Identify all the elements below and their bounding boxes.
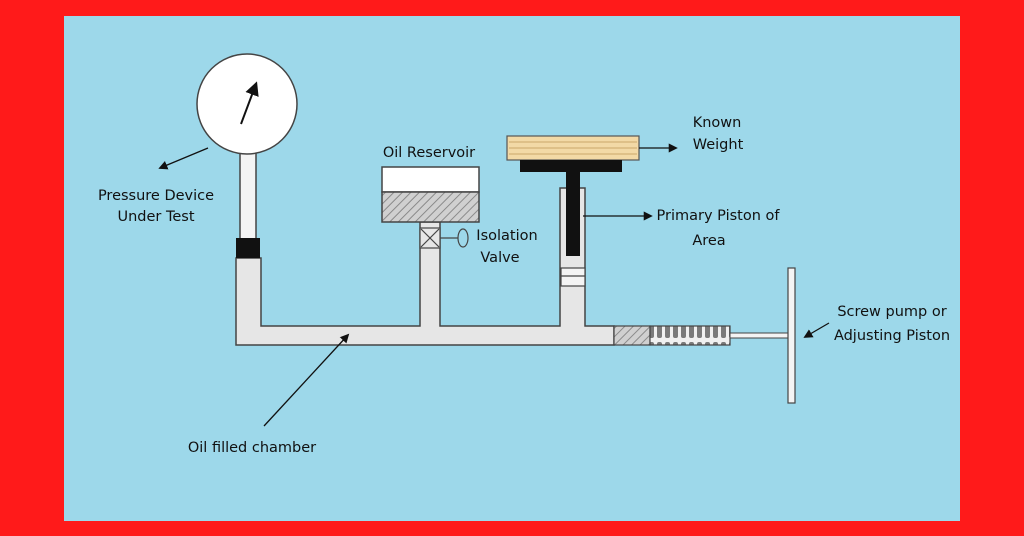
label-known-weight-1: Known [693, 115, 742, 131]
piston-base [560, 267, 586, 287]
screw-spring [649, 325, 731, 346]
oil-reservoir-body [381, 191, 480, 223]
screw-pump-block [613, 325, 651, 346]
label-known-weight-2: Weight [693, 137, 744, 153]
gauge-connector [236, 238, 260, 258]
screw-shaft [729, 332, 789, 339]
gauge-needle [240, 81, 259, 125]
screw-pump-handle[interactable] [787, 267, 796, 404]
primary-piston-rod [566, 172, 580, 256]
label-pressure-device-2: Under Test [117, 209, 194, 225]
label-screw-pump-2: Adjusting Piston [834, 328, 950, 344]
label-oil-reservoir: Oil Reservoir [383, 145, 475, 161]
valve-handle-icon[interactable] [457, 228, 469, 248]
label-oil-chamber: Oil filled chamber [188, 440, 316, 456]
piston-platform [520, 160, 622, 172]
pressure-gauge [196, 53, 298, 155]
arrow-pressure-device [158, 147, 209, 170]
label-primary-piston-2: Area [692, 233, 725, 249]
label-isolation-valve-1: Isolation [476, 228, 537, 244]
label-isolation-valve-2: Valve [480, 250, 519, 266]
isolation-valve[interactable] [419, 227, 469, 249]
arrow-screw-pump [803, 322, 830, 338]
arrow-oil-chamber [263, 333, 350, 427]
label-primary-piston-1: Primary Piston of [657, 208, 781, 224]
label-screw-pump-1: Screw pump or [837, 304, 946, 320]
gauge-stem [239, 139, 257, 241]
oil-reservoir-top [381, 166, 480, 193]
label-pressure-device-1: Pressure Device [98, 188, 214, 204]
